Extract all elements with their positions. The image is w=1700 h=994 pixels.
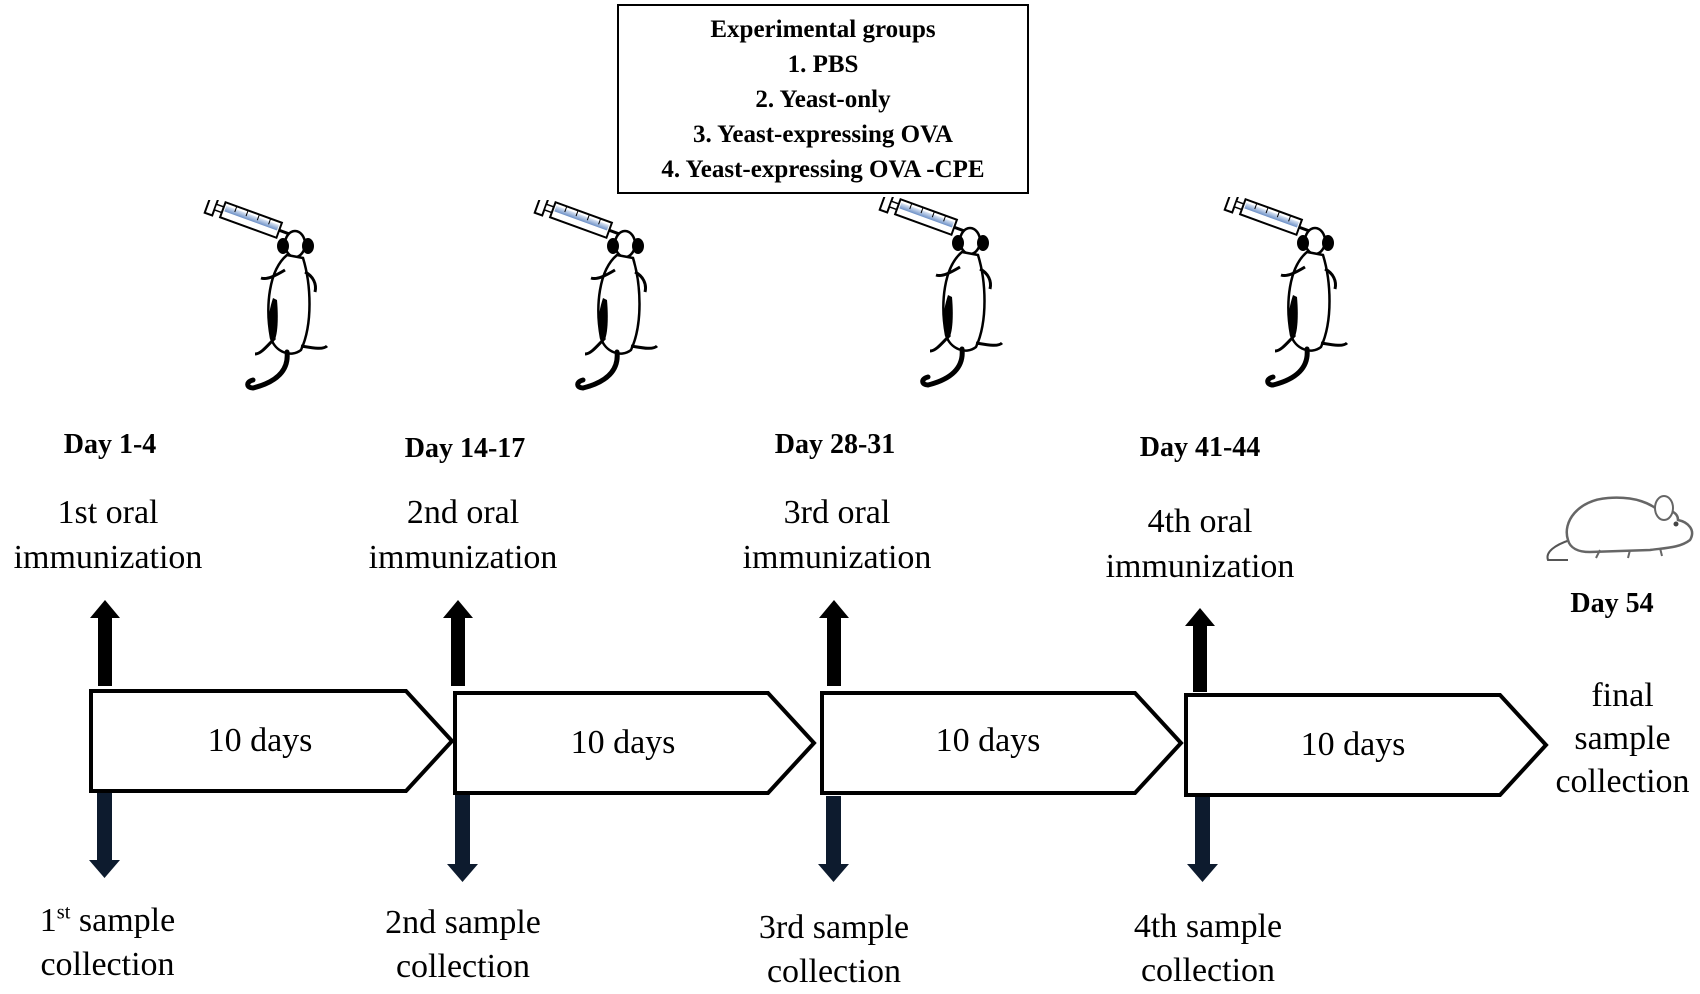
interval-arrow-4 (1184, 693, 1549, 797)
day-label-4: Day 41-44 (1139, 432, 1261, 463)
group-item-yeast-ova-cpe: 4. Yeast-expressing OVA -CPE (661, 155, 985, 183)
group-item-pbs: 1. PBS (787, 50, 859, 78)
group-item-yeast-ova: 3. Yeast-expressing OVA (693, 120, 953, 148)
day-label-3: Day 28-31 (774, 429, 896, 460)
down-arrow-2 (447, 794, 478, 882)
oral-gavage-mouse-icon-4 (1225, 193, 1347, 385)
oral-gavage-mouse-icon-1 (205, 196, 327, 388)
day-label-1: Day 1-4 (63, 429, 157, 460)
up-arrows (90, 600, 1215, 692)
interval-label-1: 10 days (207, 722, 313, 759)
down-arrow-1 (89, 790, 120, 878)
up-arrow-2 (443, 600, 473, 686)
experimental-groups-box: Experimental groups 1. PBS 2. Yeast-only… (617, 4, 1029, 194)
interval-label-3: 10 days (935, 722, 1041, 759)
final-mouse-icon (1546, 495, 1694, 561)
up-arrow-4 (1185, 608, 1215, 692)
up-arrow-1 (90, 600, 120, 686)
final-day-label: Day 54 (1570, 588, 1654, 619)
oral-gavage-mouse-icon-2 (535, 196, 657, 388)
interval-arrow-1 (89, 689, 455, 793)
down-arrow-3 (818, 796, 849, 882)
down-arrow-4 (1187, 796, 1218, 882)
oral-gavage-mouse-icon-3 (880, 193, 1002, 385)
down-arrows (89, 790, 1218, 882)
day-label-2: Day 14-17 (404, 433, 526, 464)
sample-label-2: 2nd sample collection (385, 904, 541, 985)
sample-label-1: 1st sample collection (39, 901, 176, 983)
up-arrow-3 (819, 600, 849, 686)
sample-label-3: 3rd sample collection (758, 909, 910, 990)
groups-title: Experimental groups (710, 15, 936, 43)
interval-label-2: 10 days (570, 724, 676, 761)
group-item-yeast-only: 2. Yeast-only (755, 85, 891, 113)
sample-label-4: 4th sample collection (1133, 908, 1283, 989)
interval-arrow-3 (820, 691, 1184, 795)
interval-label-4: 10 days (1300, 726, 1406, 763)
interval-arrows (89, 689, 1549, 797)
interval-arrow-2 (453, 691, 817, 795)
